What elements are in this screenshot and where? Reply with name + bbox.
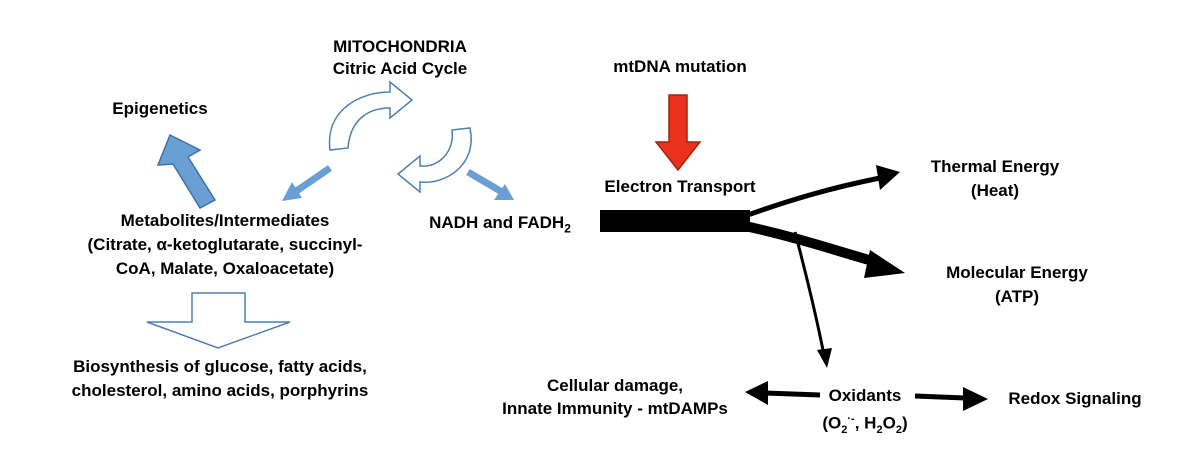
cycle-to-metabolites-arrow <box>282 165 332 201</box>
molecular-energy-arrow <box>743 221 905 278</box>
oxidants-o2: (O <box>822 413 842 433</box>
oxidants-formula: (O2·-, H2O2) <box>790 408 940 441</box>
oxidants-o2-sup: ·- <box>847 413 855 425</box>
redox-signaling-label: Redox Signaling <box>1008 389 1142 408</box>
mtdna-mutation-label: mtDNA mutation <box>613 57 747 76</box>
metabolites-title: Metabolites/Intermediates <box>120 211 330 230</box>
citric-cycle-icon <box>328 80 472 194</box>
heat-label: (Heat) <box>970 181 1020 200</box>
oxidants-to-damage-arrow <box>745 381 821 405</box>
thermal-energy-arrow <box>744 165 900 219</box>
nadh-text: NADH and FADH <box>429 213 565 232</box>
metabolites-line1: (Citrate, α-ketoglutarate, succinyl- <box>87 235 363 254</box>
nadh-sub: 2 <box>564 221 571 236</box>
oxidants-close: ) <box>901 413 908 433</box>
electron-transport-label: Electron Transport <box>604 177 756 196</box>
atp-label: (ATP) <box>994 287 1040 306</box>
oxidants-o: O <box>882 413 896 433</box>
molecular-energy-label: Molecular Energy <box>946 263 1088 282</box>
biosynthesis-arrow <box>146 292 291 349</box>
oxidants-h2-sub: 2 <box>876 424 883 437</box>
oxidants-o2-sub: 2 <box>841 424 848 437</box>
cycle-to-nadh-arrow <box>466 168 514 200</box>
oxidants-label: Oxidants <box>828 386 902 405</box>
epigenetics-label: Epigenetics <box>112 99 208 118</box>
electron-transport-bar <box>600 210 750 232</box>
cellular-damage-line1: Cellular damage, <box>546 376 684 395</box>
metabolites-line2: CoA, Malate, Oxaloacetate) <box>115 259 335 278</box>
nadh-fadh-label: NADH and FADH2 <box>405 212 595 239</box>
epigenetics-arrow <box>156 133 217 209</box>
oxidants-sep: , H <box>854 413 877 433</box>
thermal-energy-label: Thermal Energy <box>930 157 1060 176</box>
citric-acid-cycle-label: Citric Acid Cycle <box>332 59 468 78</box>
biosynthesis-line1: Biosynthesis of glucose, fatty acids, <box>73 357 367 376</box>
mitochondria-label: MITOCHONDRIA <box>333 37 467 56</box>
biosynthesis-line2: cholesterol, amino acids, porphyrins <box>71 381 369 400</box>
cellular-damage-line2: Innate Immunity - mtDAMPs <box>502 399 728 418</box>
mtdna-mutation-arrow <box>654 94 702 172</box>
oxidants-arrow <box>793 231 832 368</box>
oxidants-o2b-sub: 2 <box>895 424 902 437</box>
oxidants-to-redox-arrow <box>914 387 988 411</box>
